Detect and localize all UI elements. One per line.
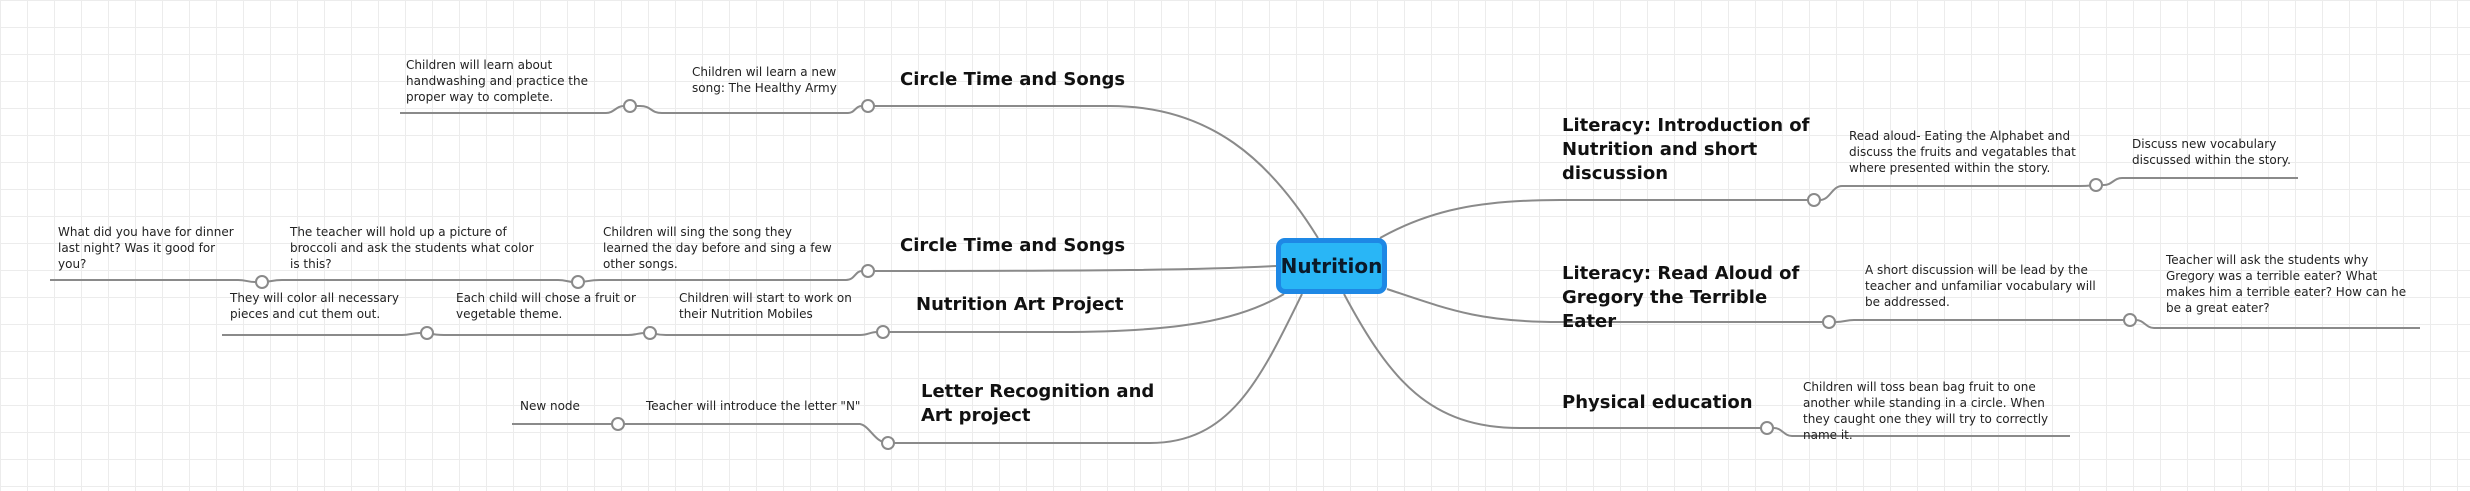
edge-letter-recognition xyxy=(888,293,1303,444)
note-dinner[interactable]: What did you have for dinner last night?… xyxy=(58,225,234,271)
note-handwashing[interactable]: Children will learn about handwashing an… xyxy=(406,58,588,104)
note-letter-n[interactable]: Teacher will introduce the letter "N" xyxy=(646,399,861,413)
collapse-knob xyxy=(881,436,895,450)
note-vocabulary[interactable]: Discuss new vocabulary discussed within … xyxy=(2132,137,2291,167)
edge-circle-time-1 xyxy=(868,105,1319,239)
edge-physical-education xyxy=(1343,293,1767,429)
collapse-knob xyxy=(861,99,875,113)
collapse-knob xyxy=(861,264,875,278)
collapse-knob xyxy=(643,326,657,340)
collapse-knob xyxy=(623,99,637,113)
topic-literacy-gregory[interactable]: Literacy: Read Aloud of Gregory the Terr… xyxy=(1562,263,1800,332)
topic-art-project[interactable]: Nutrition Art Project xyxy=(916,294,1124,315)
note-color-pieces[interactable]: They will color all necessary pieces and… xyxy=(230,291,399,321)
collapse-knob xyxy=(420,326,434,340)
root-node[interactable]: Nutrition xyxy=(1276,238,1387,294)
collapse-knob xyxy=(571,275,585,289)
note-bean-bag[interactable]: Children will toss bean bag fruit to one… xyxy=(1803,380,2049,442)
note-short-discussion[interactable]: A short discussion will be lead by the t… xyxy=(1865,263,2096,309)
edge-literacy-gregory xyxy=(1386,288,1829,323)
collapse-knob xyxy=(1760,421,1774,435)
note-fruit-theme[interactable]: Each child will chose a fruit or vegetab… xyxy=(456,291,636,321)
note-broccoli[interactable]: The teacher will hold up a picture of br… xyxy=(290,225,534,271)
note-gregory-questions[interactable]: Teacher will ask the students why Gregor… xyxy=(2166,253,2407,315)
note-read-aloud-alphabet[interactable]: Read aloud- Eating the Alphabet and disc… xyxy=(1849,129,2076,175)
collapse-knob xyxy=(255,275,269,289)
topic-letter-recognition[interactable]: Letter Recognition and Art project xyxy=(921,381,1155,426)
collapse-knob xyxy=(2089,178,2103,192)
edge-circle-time-2 xyxy=(867,265,1277,272)
note-sing-song[interactable]: Children will sing the song they learned… xyxy=(603,225,832,271)
note-new-song[interactable]: Children wil learn a new song: The Healt… xyxy=(692,65,837,95)
topic-physical-education[interactable]: Physical education xyxy=(1562,392,1753,413)
collapse-knob xyxy=(1807,193,1821,207)
collapse-knob xyxy=(1822,315,1836,329)
note-new-node[interactable]: New node xyxy=(520,399,580,413)
topic-circle-time-2[interactable]: Circle Time and Songs xyxy=(900,235,1126,256)
note-mobiles[interactable]: Children will start to work on their Nut… xyxy=(679,291,852,321)
collapse-knob xyxy=(2123,313,2137,327)
collapse-knob xyxy=(876,325,890,339)
edge-art-project xyxy=(883,293,1285,333)
topic-circle-time-1[interactable]: Circle Time and Songs xyxy=(900,69,1126,90)
collapse-knob xyxy=(611,417,625,431)
topic-literacy-intro[interactable]: Literacy: Introduction of Nutrition and … xyxy=(1562,115,1810,184)
edge-literacy-intro xyxy=(1379,199,1814,239)
